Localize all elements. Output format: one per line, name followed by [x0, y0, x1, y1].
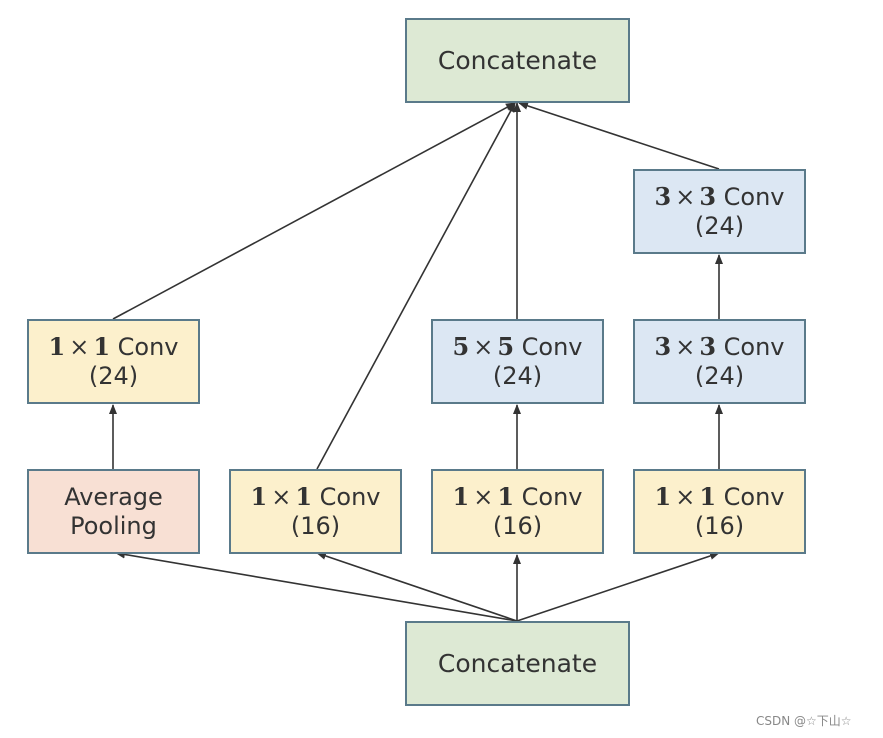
branch4-conv1-node: 1×1 Conv (16)	[633, 469, 806, 554]
branch3-conv1-channels: (16)	[492, 511, 543, 540]
edge-b4-conv3-to-concat	[518, 102, 720, 170]
bottom-concatenate-label: Concatenate	[437, 648, 598, 678]
branch4-conv3-node: 3×3 Conv (24)	[633, 169, 806, 254]
kernel-a: 1	[250, 481, 268, 511]
edge-b2-conv-to-concat	[316, 102, 516, 470]
branch4-conv2-channels: (24)	[694, 361, 745, 390]
kernel-b: 3	[699, 181, 717, 211]
top-concatenate-node: Concatenate	[405, 18, 630, 103]
edge-concat-to-b2-conv	[316, 552, 518, 622]
conv-suffix: Conv	[110, 332, 179, 361]
times-symbol: ×	[473, 482, 494, 511]
branch4-conv1-channels: (16)	[694, 511, 745, 540]
branch4-conv3-channels: (24)	[694, 211, 745, 240]
kernel-b: 1	[497, 481, 515, 511]
branch4-conv2-title: 3×3 Conv	[654, 331, 785, 362]
conv-suffix: Conv	[716, 332, 785, 361]
kernel-a: 1	[48, 331, 66, 361]
branch1-pool-node: Average Pooling	[27, 469, 200, 554]
times-symbol: ×	[69, 332, 90, 361]
conv-suffix: Conv	[716, 482, 785, 511]
branch1-conv-title: 1×1 Conv	[48, 331, 179, 362]
top-concatenate-label: Concatenate	[437, 45, 598, 75]
kernel-a: 1	[452, 481, 470, 511]
branch2-conv-node: 1×1 Conv (16)	[229, 469, 402, 554]
watermark: CSDN @☆下山☆	[756, 714, 852, 728]
kernel-b: 5	[497, 331, 515, 361]
branch1-conv-node: 1×1 Conv (24)	[27, 319, 200, 404]
pool-line2: Pooling	[70, 511, 157, 540]
branch4-conv1-title: 1×1 Conv	[654, 481, 785, 512]
kernel-b: 1	[93, 331, 111, 361]
times-symbol: ×	[473, 332, 494, 361]
branch3-conv1-title: 1×1 Conv	[452, 481, 583, 512]
edge-concat-to-pool	[115, 550, 518, 622]
bottom-concatenate-node: Concatenate	[405, 621, 630, 706]
kernel-a: 5	[452, 331, 470, 361]
kernel-a: 3	[654, 181, 672, 211]
branch1-conv-channels: (24)	[88, 361, 139, 390]
branch2-conv-channels: (16)	[290, 511, 341, 540]
conv-suffix: Conv	[514, 332, 583, 361]
kernel-a: 1	[654, 481, 672, 511]
kernel-b: 1	[295, 481, 313, 511]
branch4-conv3-title: 3×3 Conv	[654, 181, 785, 212]
branch3-conv2-node: 5×5 Conv (24)	[431, 319, 604, 404]
times-symbol: ×	[675, 332, 696, 361]
times-symbol: ×	[675, 482, 696, 511]
branch2-conv-title: 1×1 Conv	[250, 481, 381, 512]
conv-suffix: Conv	[716, 182, 785, 211]
kernel-b: 1	[699, 481, 717, 511]
edge-concat-to-b4-conv1	[516, 552, 720, 622]
branch3-conv2-title: 5×5 Conv	[452, 331, 583, 362]
conv-suffix: Conv	[514, 482, 583, 511]
kernel-a: 3	[654, 331, 672, 361]
conv-suffix: Conv	[312, 482, 381, 511]
branch3-conv1-node: 1×1 Conv (16)	[431, 469, 604, 554]
kernel-b: 3	[699, 331, 717, 361]
times-symbol: ×	[675, 182, 696, 211]
times-symbol: ×	[271, 482, 292, 511]
pool-line1: Average	[64, 482, 163, 511]
branch4-conv2-node: 3×3 Conv (24)	[633, 319, 806, 404]
edge-b1-conv-to-concat	[112, 102, 516, 320]
branch3-conv2-channels: (24)	[492, 361, 543, 390]
